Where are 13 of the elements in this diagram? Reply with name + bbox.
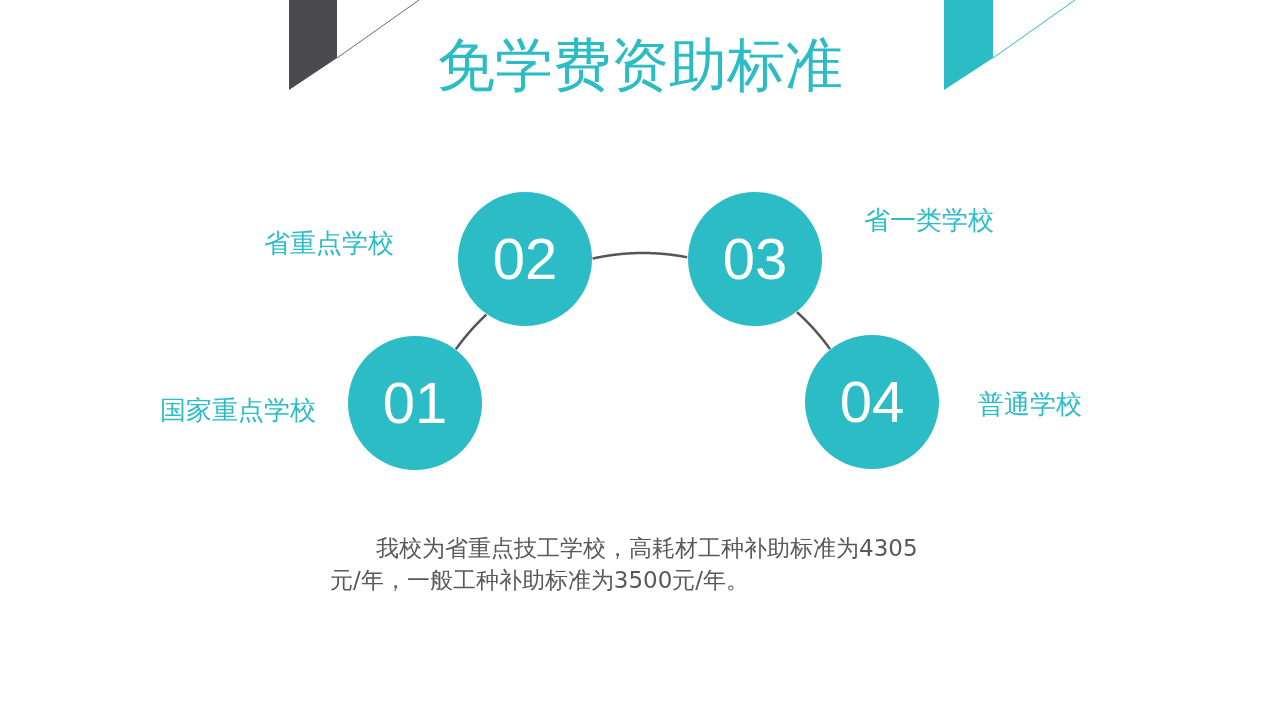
school-type-label: 省重点学校 <box>264 227 394 260</box>
step-number: 03 <box>722 229 788 289</box>
school-type-label: 国家重点学校 <box>160 394 316 427</box>
step-number: 02 <box>492 229 558 289</box>
step-number: 01 <box>382 373 448 433</box>
connector-arc <box>795 311 832 351</box>
school-type-label: 普通学校 <box>978 388 1082 421</box>
body-paragraph: 我校为省重点技工学校，高耗材工种补助标准为4305元/年，一般工种补助标准为3500元/年。 <box>330 534 919 595</box>
connector-arc <box>454 313 488 351</box>
slide-title: 免学费资助标准 <box>437 30 843 101</box>
step-number: 04 <box>839 372 905 432</box>
school-type-label: 省一类学校 <box>864 204 994 237</box>
connector-arc <box>591 251 689 260</box>
